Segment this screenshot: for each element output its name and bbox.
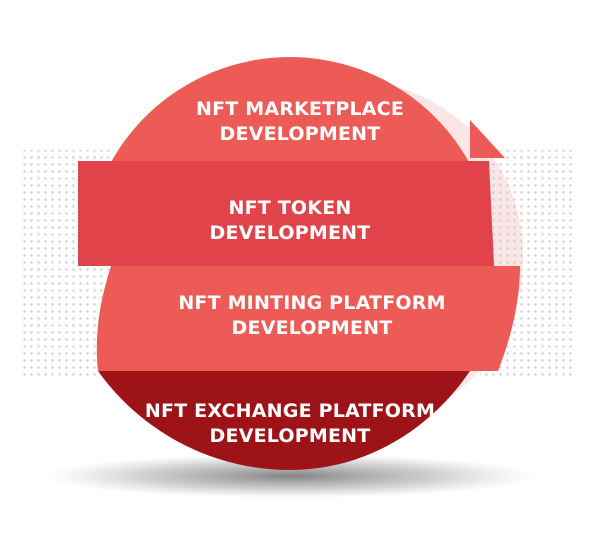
band-minting-line2: DEVELOPMENT (231, 317, 393, 339)
band-label-exchange: NFT EXCHANGE PLATFORM DEVELOPMENT (0, 399, 590, 449)
band-exchange-line2: DEVELOPMENT (209, 425, 371, 447)
band-marketplace-line2: DEVELOPMENT (219, 123, 381, 145)
band-marketplace-flap (470, 120, 505, 158)
band-token-line2: DEVELOPMENT (209, 222, 371, 244)
band-marketplace-line1: NFT MARKETPLACE (195, 98, 405, 120)
ground-shadow (45, 454, 535, 498)
band-label-token: NFT TOKEN DEVELOPMENT (0, 196, 590, 246)
band-label-marketplace: NFT MARKETPLACE DEVELOPMENT (0, 97, 600, 147)
band-minting (96, 266, 521, 371)
band-label-minting: NFT MINTING PLATFORM DEVELOPMENT (12, 291, 600, 341)
band-token (78, 161, 494, 266)
band-exchange-line1: NFT EXCHANGE PLATFORM (144, 400, 436, 422)
band-token-line1: NFT TOKEN (228, 197, 352, 219)
band-minting-line1: NFT MINTING PLATFORM (178, 292, 446, 314)
band-exchange (98, 371, 470, 470)
